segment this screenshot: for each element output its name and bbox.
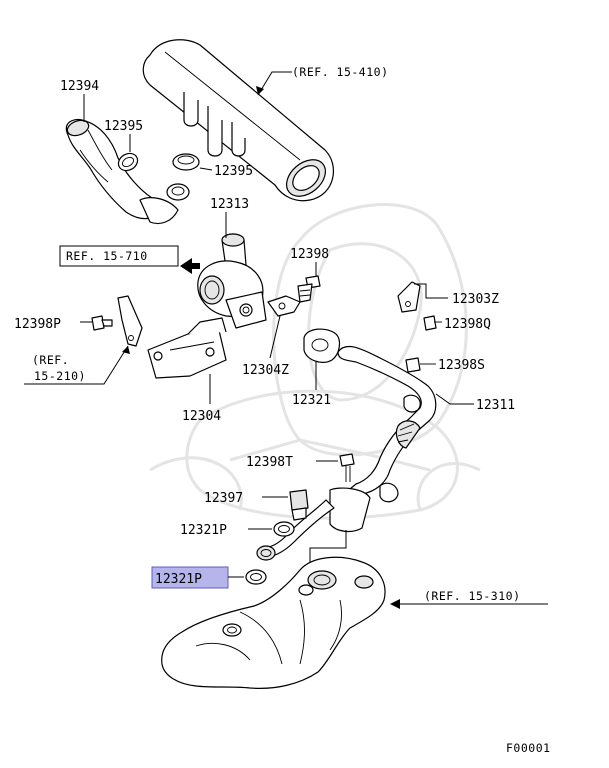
tube-12311	[256, 345, 437, 561]
gasket-12321p-lower	[245, 569, 267, 585]
gasket-12321p-upper	[273, 521, 295, 537]
ref-15-210-label-line1: (REF.	[32, 353, 69, 367]
label-12311: 12311	[476, 398, 515, 413]
ref-15-710-arrow	[180, 258, 200, 274]
bracket-12304	[147, 317, 227, 379]
label-12398q: 12398Q	[444, 317, 491, 332]
clamp-12395-left	[117, 152, 139, 172]
label-12303z: 12303Z	[452, 292, 499, 307]
bolt-12398t	[339, 453, 355, 482]
label-12394: 12394	[60, 79, 99, 94]
label-12321p-upper: 12321P	[180, 523, 227, 538]
label-12321p-highlight[interactable]: 12321P	[155, 572, 202, 587]
label-12313: 12313	[210, 197, 249, 212]
ref-15-210-label-line2: 15-210)	[34, 369, 86, 383]
bracket-12303z	[397, 281, 421, 313]
exhaust-manifold	[161, 556, 386, 689]
heat-shield-bracket	[117, 295, 143, 347]
bolt-12398s	[405, 357, 436, 373]
label-12398: 12398	[290, 247, 329, 262]
figure-code: F00001	[506, 741, 551, 755]
plug-12397	[289, 489, 309, 521]
clamp-12395-right	[166, 153, 200, 201]
label-12398p: 12398P	[14, 317, 61, 332]
bolt-12398	[297, 275, 321, 303]
label-12304: 12304	[182, 409, 221, 424]
label-12395-lower: 12395	[214, 164, 253, 179]
ref-15-310-label: (REF. 15-310)	[424, 589, 521, 603]
label-12398t: 12398T	[246, 455, 293, 470]
hose-12394	[65, 118, 179, 225]
bolt-12398p	[91, 315, 113, 331]
ref-15-710-label: REF. 15-710	[66, 249, 148, 263]
label-12397: 12397	[204, 491, 243, 506]
bracket-12304z	[267, 295, 301, 317]
label-12395-upper: 12395	[104, 119, 143, 134]
bolt-12398q	[423, 315, 442, 331]
intake-pipe	[142, 39, 334, 202]
valve-12313	[197, 233, 267, 329]
watermark-emblem	[149, 203, 481, 520]
label-12321: 12321	[292, 393, 331, 408]
gasket-12321	[303, 328, 341, 363]
label-12304z: 12304Z	[242, 363, 289, 378]
ref-15-710-box	[59, 245, 179, 267]
ref-15-410-label: (REF. 15-410)	[292, 65, 389, 79]
label-12398s: 12398S	[438, 358, 485, 373]
